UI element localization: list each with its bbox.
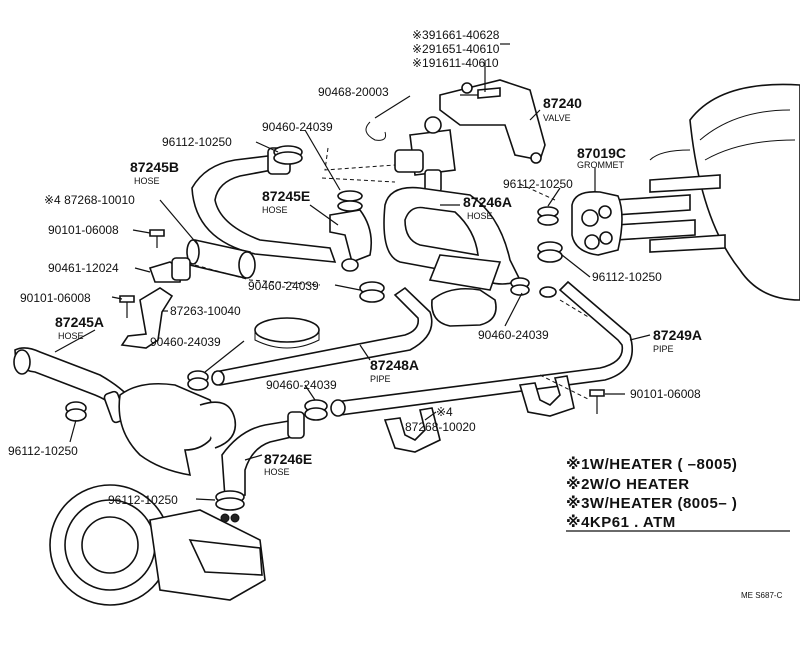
label-bolt-right: 90101-06008 — [630, 387, 701, 401]
label-star-4: ※4 — [436, 405, 453, 419]
footer-code: ME S687-C — [741, 591, 783, 600]
label-note-part-1: ※191611-40610 — [412, 56, 499, 70]
label-pipe-87249a-word: PIPE — [653, 344, 674, 354]
label-clamp-mid2: 90460-24039 — [150, 335, 221, 349]
dashed-lines — [194, 147, 591, 401]
heater-core-drawing — [614, 83, 800, 301]
note-1: ※1W/HEATER ( –8005) — [566, 455, 737, 473]
hose-87245e-top-drawing — [329, 209, 373, 272]
label-clamp-lower: 90460-24039 — [266, 378, 337, 392]
label-bolt-left-1: 90101-06008 — [48, 223, 119, 237]
label-clamp-top: 96112-10250 — [162, 135, 232, 149]
label-clamp-top2: 90460-24039 — [262, 120, 333, 134]
note-2: ※2W/O HEATER — [566, 475, 690, 493]
label-hose-87245b: 87245B — [130, 159, 179, 175]
label-grommet-word: GROMMET — [577, 160, 624, 170]
clamp-drawings — [65, 145, 563, 523]
label-hose-87246a: 87246A — [463, 194, 512, 210]
label-hose-87246e-bottom: 87246E — [264, 451, 312, 467]
bracket-drawing — [120, 287, 174, 349]
grommet-left-drawing — [148, 257, 191, 283]
hose-87268-10010-drawing — [186, 239, 256, 279]
grommet-drawing — [571, 190, 623, 256]
label-hose-87246a-word: HOSE — [467, 211, 493, 221]
label-bracket: 87263-10040 — [170, 304, 241, 318]
label-hose-87268-10020: 87268-10020 — [405, 420, 476, 434]
label-clamp-mid: 90460-24039 — [248, 279, 319, 293]
label-valve-number: 87240 — [543, 95, 582, 111]
hose-elbow-drawing — [431, 287, 497, 327]
label-clamp-left-low: 96112-10250 — [8, 444, 78, 458]
note-4: ※4KP61 . ATM — [566, 513, 676, 531]
pump-drawing — [49, 382, 266, 606]
label-hose-87245a-word: HOSE — [58, 331, 84, 341]
label-grommet-left: 90461-12024 — [48, 261, 119, 275]
clip-drawing — [365, 121, 386, 141]
label-hose-87268-10010: ※4 87268-10010 — [44, 193, 135, 207]
label-clamp-right-top: 96112-10250 — [503, 177, 573, 191]
label-clip-90468: 90468-20003 — [318, 85, 389, 99]
plate-drawing — [254, 317, 320, 343]
label-valve-word: VALVE — [543, 113, 571, 123]
label-grommet-number: 87019C — [577, 145, 626, 161]
label-clamp-mid3: 90460-24039 — [478, 328, 549, 342]
label-note-part-3: ※391661-40628 — [412, 28, 500, 42]
label-hose-87245e-top-word: HOSE — [262, 205, 288, 215]
valve-drawing — [394, 79, 546, 193]
note-3: ※3W/HEATER (8005– ) — [566, 494, 737, 512]
leader-lines — [54, 43, 651, 501]
hose-87246a-drawing — [383, 186, 522, 291]
label-pipe-87248a-word: PIPE — [370, 374, 391, 384]
pipe-87248a-drawing — [211, 286, 433, 386]
hose-87246e-bottom-drawing — [221, 411, 305, 499]
label-hose-87245b-word: HOSE — [134, 176, 160, 186]
label-clamp-bottom: 96112-10250 — [108, 493, 178, 507]
label-clamp-right-bottom: 96112-10250 — [592, 270, 662, 284]
label-hose-87246e-bottom-word: HOSE — [264, 467, 290, 477]
label-hose-87245a: 87245A — [55, 314, 104, 330]
notes-legend: ※1W/HEATER ( –8005) ※2W/O HEATER ※3W/HEA… — [566, 455, 790, 532]
label-pipe-87248a: 87248A — [370, 357, 419, 373]
label-bolt-left-2: 90101-06008 — [20, 291, 91, 305]
bolt-drawings — [119, 229, 605, 414]
label-hose-87245e-top: 87245E — [262, 188, 310, 204]
label-pipe-87249a: 87249A — [653, 327, 702, 343]
label-note-part-2: ※291651-40610 — [412, 42, 500, 56]
